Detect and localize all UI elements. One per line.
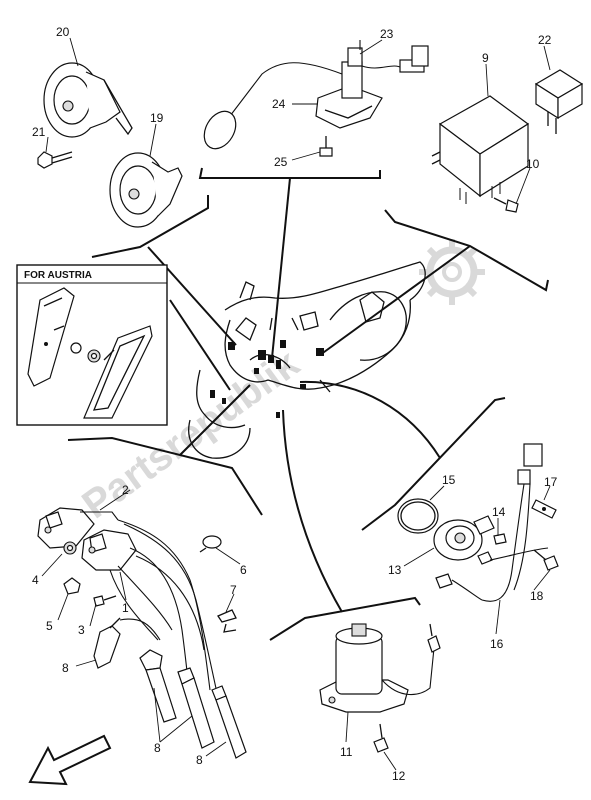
callout-5[interactable]: 5 [46,619,53,633]
bolt-10[interactable] [493,197,519,213]
callout-23[interactable]: 23 [380,27,394,41]
callout-8a[interactable]: 8 [62,661,69,675]
callout-10[interactable]: 10 [526,157,540,171]
direction-arrow-icon [28,734,112,786]
callout-18[interactable]: 18 [530,589,544,603]
lead-16[interactable] [435,443,549,602]
plug-cap-3[interactable] [177,667,215,749]
callout-11[interactable]: 11 [340,745,353,759]
callout-8b[interactable]: 8 [154,741,161,755]
callout-6[interactable]: 6 [240,563,247,577]
inset-title: FOR AUSTRIA [24,270,92,281]
ignition-coil-2[interactable] [37,507,119,549]
callout-17[interactable]: 17 [544,475,558,489]
callout-labels: 20 21 19 23 24 25 9 22 10 2 4 1 5 3 6 7 … [32,25,558,783]
relay[interactable] [534,69,584,134]
callout-3[interactable]: 3 [78,623,85,637]
fuel-sender[interactable] [198,40,429,154]
reflector-right[interactable] [83,325,153,419]
connector-mark [254,368,259,374]
callout-1[interactable]: 1 [122,601,129,615]
starter-relay[interactable] [319,623,441,713]
bolt-21[interactable] [37,151,73,169]
callout-12[interactable]: 12 [392,769,406,783]
connector-mark [222,398,226,404]
callout-7[interactable]: 7 [230,583,237,597]
callout-16[interactable]: 16 [490,637,504,651]
bolt-12[interactable] [373,723,389,753]
horn-left[interactable] [43,62,133,138]
callout-25[interactable]: 25 [274,155,288,169]
reflector-left[interactable] [27,287,75,387]
control-unit[interactable] [431,95,530,204]
connector-mark [268,355,274,363]
reflector-nut[interactable] [70,342,101,363]
connector-mark [276,360,281,369]
clamp-17[interactable] [531,499,557,519]
bolt-3[interactable] [93,595,117,607]
neutral-switch[interactable] [433,515,495,561]
callout-20[interactable]: 20 [56,25,70,39]
connector-mark [276,412,280,418]
collar-5[interactable] [63,577,81,595]
coil-leads [109,519,223,717]
callout-2[interactable]: 2 [122,483,129,497]
motorcycle-frame [188,261,426,459]
clip-7[interactable] [217,609,237,633]
callout-9[interactable]: 9 [482,51,489,65]
connector-mark [300,384,306,389]
connector-mark [316,348,324,356]
callout-22[interactable]: 22 [538,33,552,47]
group-leader-lines [67,167,549,641]
connector-mark [258,350,266,360]
connector-mark [280,340,286,348]
o-ring[interactable] [397,498,439,534]
callout-13[interactable]: 13 [388,563,402,577]
plug-cap-4[interactable] [211,685,247,759]
bolt-18[interactable] [533,549,559,571]
connector-mark [228,342,235,350]
austria-inset: FOR AUSTRIA [16,264,168,426]
callout-15[interactable]: 15 [442,473,456,487]
nut-4[interactable] [63,541,77,555]
plug-cap-1[interactable] [93,617,121,669]
horn-right[interactable] [109,152,183,228]
callout-4[interactable]: 4 [32,573,39,587]
callout-24[interactable]: 24 [272,97,286,111]
clamp-6[interactable] [199,535,222,553]
connector-mark [210,390,215,398]
screw-14[interactable] [493,533,507,545]
callout-21[interactable]: 21 [32,125,46,139]
callout-19[interactable]: 19 [150,111,164,125]
plug-cap-2[interactable] [139,649,177,723]
ignition-coil-1[interactable] [81,529,137,571]
gear-icon [419,239,485,305]
screw-25[interactable] [319,136,333,157]
callout-14[interactable]: 14 [492,505,506,519]
callout-8c[interactable]: 8 [196,753,203,767]
callout-leaders [41,37,551,771]
